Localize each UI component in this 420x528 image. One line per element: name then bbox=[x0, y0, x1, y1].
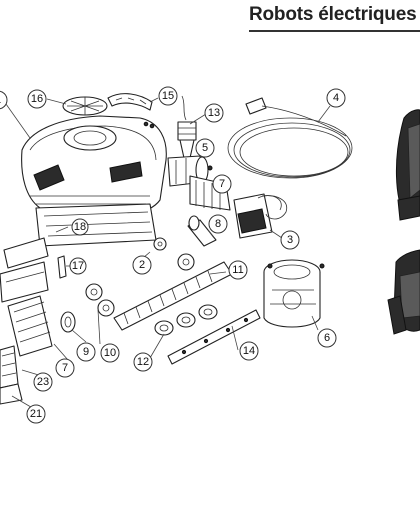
callout-14: 14 bbox=[239, 341, 259, 361]
filter-basket bbox=[0, 345, 19, 389]
roller-end-cap bbox=[60, 311, 76, 333]
svg-text:1: 1 bbox=[0, 94, 1, 106]
svg-text:4: 4 bbox=[333, 92, 339, 104]
svg-text:9: 9 bbox=[83, 346, 89, 358]
title-underline bbox=[249, 30, 420, 32]
svg-text:10: 10 bbox=[104, 347, 116, 359]
svg-text:17: 17 bbox=[72, 260, 84, 272]
callout-1: 1 bbox=[0, 90, 8, 110]
callout-18: 18 bbox=[71, 218, 89, 236]
robot-photo-top bbox=[395, 109, 420, 221]
svg-text:8: 8 bbox=[215, 218, 221, 230]
callout-15: 15 bbox=[158, 86, 178, 106]
robot-photo-bottom bbox=[387, 249, 420, 335]
callout-6: 6 bbox=[317, 328, 337, 348]
callout-12: 12 bbox=[133, 352, 153, 372]
page-title: Robots électriques bbox=[249, 4, 417, 25]
callout-10: 10 bbox=[100, 343, 120, 363]
svg-text:15: 15 bbox=[162, 90, 174, 102]
callout-9: 9 bbox=[76, 342, 96, 362]
pump-motor bbox=[263, 259, 325, 328]
wheel-set bbox=[85, 237, 195, 317]
callout-2: 2 bbox=[132, 255, 152, 275]
top-grille bbox=[62, 96, 108, 116]
svg-text:12: 12 bbox=[137, 356, 149, 368]
svg-text:16: 16 bbox=[31, 93, 43, 105]
svg-text:13: 13 bbox=[208, 107, 220, 119]
callout-11: 11 bbox=[228, 260, 248, 280]
rail-bar bbox=[167, 309, 261, 365]
control-box bbox=[233, 193, 293, 243]
svg-text:2: 2 bbox=[139, 259, 145, 271]
brush-roller-lower bbox=[7, 295, 53, 357]
callout-16: 16 bbox=[27, 89, 47, 109]
svg-text:3: 3 bbox=[287, 234, 293, 246]
callout-8: 8 bbox=[208, 214, 228, 234]
svg-text:7: 7 bbox=[62, 362, 68, 374]
svg-text:23: 23 bbox=[37, 376, 49, 388]
small-rollers bbox=[154, 304, 218, 336]
callout-13: 13 bbox=[204, 103, 224, 123]
callout-4: 4 bbox=[326, 88, 346, 108]
clip-17 bbox=[57, 255, 67, 279]
handle bbox=[107, 93, 155, 129]
swivel-connector bbox=[177, 95, 197, 159]
callout-7-lower: 7 bbox=[55, 358, 75, 378]
svg-text:21: 21 bbox=[30, 408, 42, 420]
robot-body-cover bbox=[21, 115, 167, 247]
callout-5: 5 bbox=[195, 138, 215, 158]
svg-text:18: 18 bbox=[74, 221, 86, 233]
callout-3: 3 bbox=[280, 230, 300, 250]
axle-cylinder bbox=[187, 215, 217, 247]
side-panel bbox=[0, 237, 49, 303]
callout-7-upper: 7 bbox=[212, 174, 232, 194]
svg-text:11: 11 bbox=[232, 264, 243, 276]
svg-text:6: 6 bbox=[324, 332, 330, 344]
floating-cable bbox=[227, 97, 353, 179]
svg-text:14: 14 bbox=[243, 345, 255, 357]
callout-23: 23 bbox=[33, 372, 53, 392]
callout-21: 21 bbox=[26, 404, 46, 424]
filter-cartridge bbox=[0, 383, 23, 405]
track-belt bbox=[113, 261, 233, 331]
svg-text:5: 5 bbox=[202, 142, 208, 154]
svg-text:7: 7 bbox=[219, 178, 225, 190]
callout-17: 17 bbox=[69, 257, 87, 275]
